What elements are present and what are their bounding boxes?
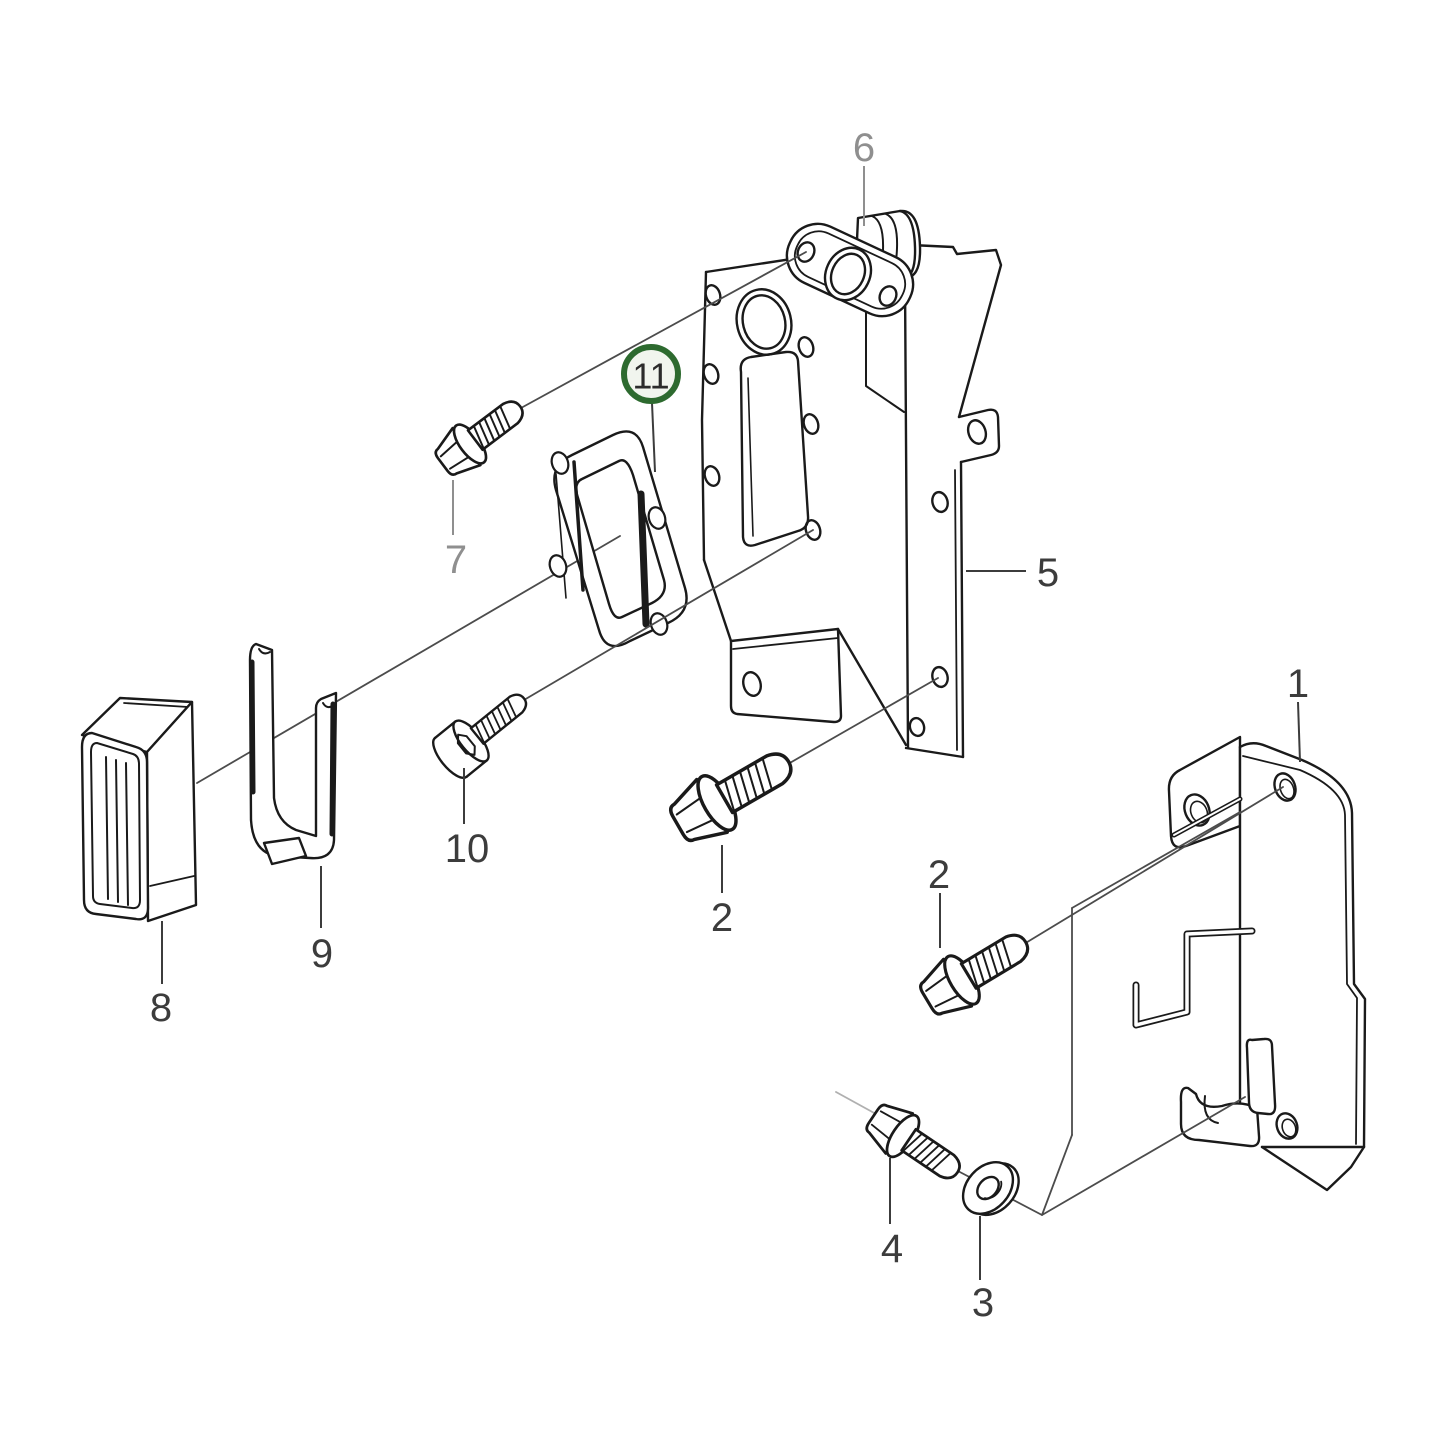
- part-4-hex-flange-screw: [865, 1103, 961, 1180]
- part-1-mounting-bracket: [1132, 735, 1367, 1192]
- assembly-line-4: [1023, 786, 1284, 945]
- callout-8[interactable]: 8: [150, 921, 172, 1030]
- callout-9[interactable]: 9: [311, 866, 333, 976]
- callout-11-label: 11: [632, 356, 669, 397]
- assembly-line-0: [520, 251, 807, 409]
- part-5-mounting-bracket: [700, 242, 1003, 759]
- part-9-retainer-clip: [248, 642, 338, 866]
- callout-6[interactable]: 6: [853, 126, 875, 226]
- callout-1-label: 1: [1287, 662, 1309, 706]
- part-3-washer: [961, 1161, 1020, 1217]
- part-2b-hex-flange-screw: [919, 933, 1030, 1016]
- callout-6-label: 6: [853, 126, 875, 170]
- part-11-gasket: [548, 430, 688, 648]
- callout-8-label: 8: [150, 986, 172, 1030]
- callout-5-label: 5: [1037, 551, 1059, 595]
- highlight-circle: [621, 344, 681, 404]
- part-10-socket-head-screw: [432, 693, 528, 779]
- callout-3-label: 3: [972, 1281, 994, 1325]
- callout-5[interactable]: 5: [966, 551, 1059, 595]
- callout-11-leader-line: [651, 402, 656, 473]
- assembly-line-3: [787, 677, 939, 765]
- callout-4-label: 4: [881, 1227, 903, 1271]
- callout-10-label: 10: [445, 827, 490, 871]
- callout-7-label: 7: [445, 538, 467, 582]
- part-8-protective-cover: [80, 696, 198, 923]
- callout-layer: 6 7 11 5 10 2 8 9 2 1 4 3: [150, 126, 1309, 1325]
- assembly-line-7: [1071, 811, 1241, 909]
- callout-9-label: 9: [311, 932, 333, 976]
- part-7-hex-flange-screw: [434, 400, 524, 476]
- assembly-line-1: [523, 529, 814, 701]
- callout-10[interactable]: 10: [445, 768, 490, 871]
- callout-3[interactable]: 3: [972, 1216, 994, 1325]
- assembly-line-9: [835, 1091, 877, 1115]
- callout-1[interactable]: 1: [1287, 662, 1309, 763]
- callout-4[interactable]: 4: [881, 1158, 903, 1271]
- callout-11[interactable]: 11: [621, 344, 681, 473]
- callout-2b-label: 2: [928, 853, 950, 897]
- part-6-connection-nipple: [785, 209, 922, 318]
- callout-1-leader-line: [1297, 701, 1301, 763]
- assembly-line-8: [1041, 1134, 1073, 1216]
- callout-2b[interactable]: 2: [928, 853, 950, 948]
- callout-2a[interactable]: 2: [711, 845, 733, 940]
- part-2a-hex-flange-screw: [669, 752, 793, 843]
- callout-7[interactable]: 7: [445, 480, 467, 582]
- callout-2a-label: 2: [711, 896, 733, 940]
